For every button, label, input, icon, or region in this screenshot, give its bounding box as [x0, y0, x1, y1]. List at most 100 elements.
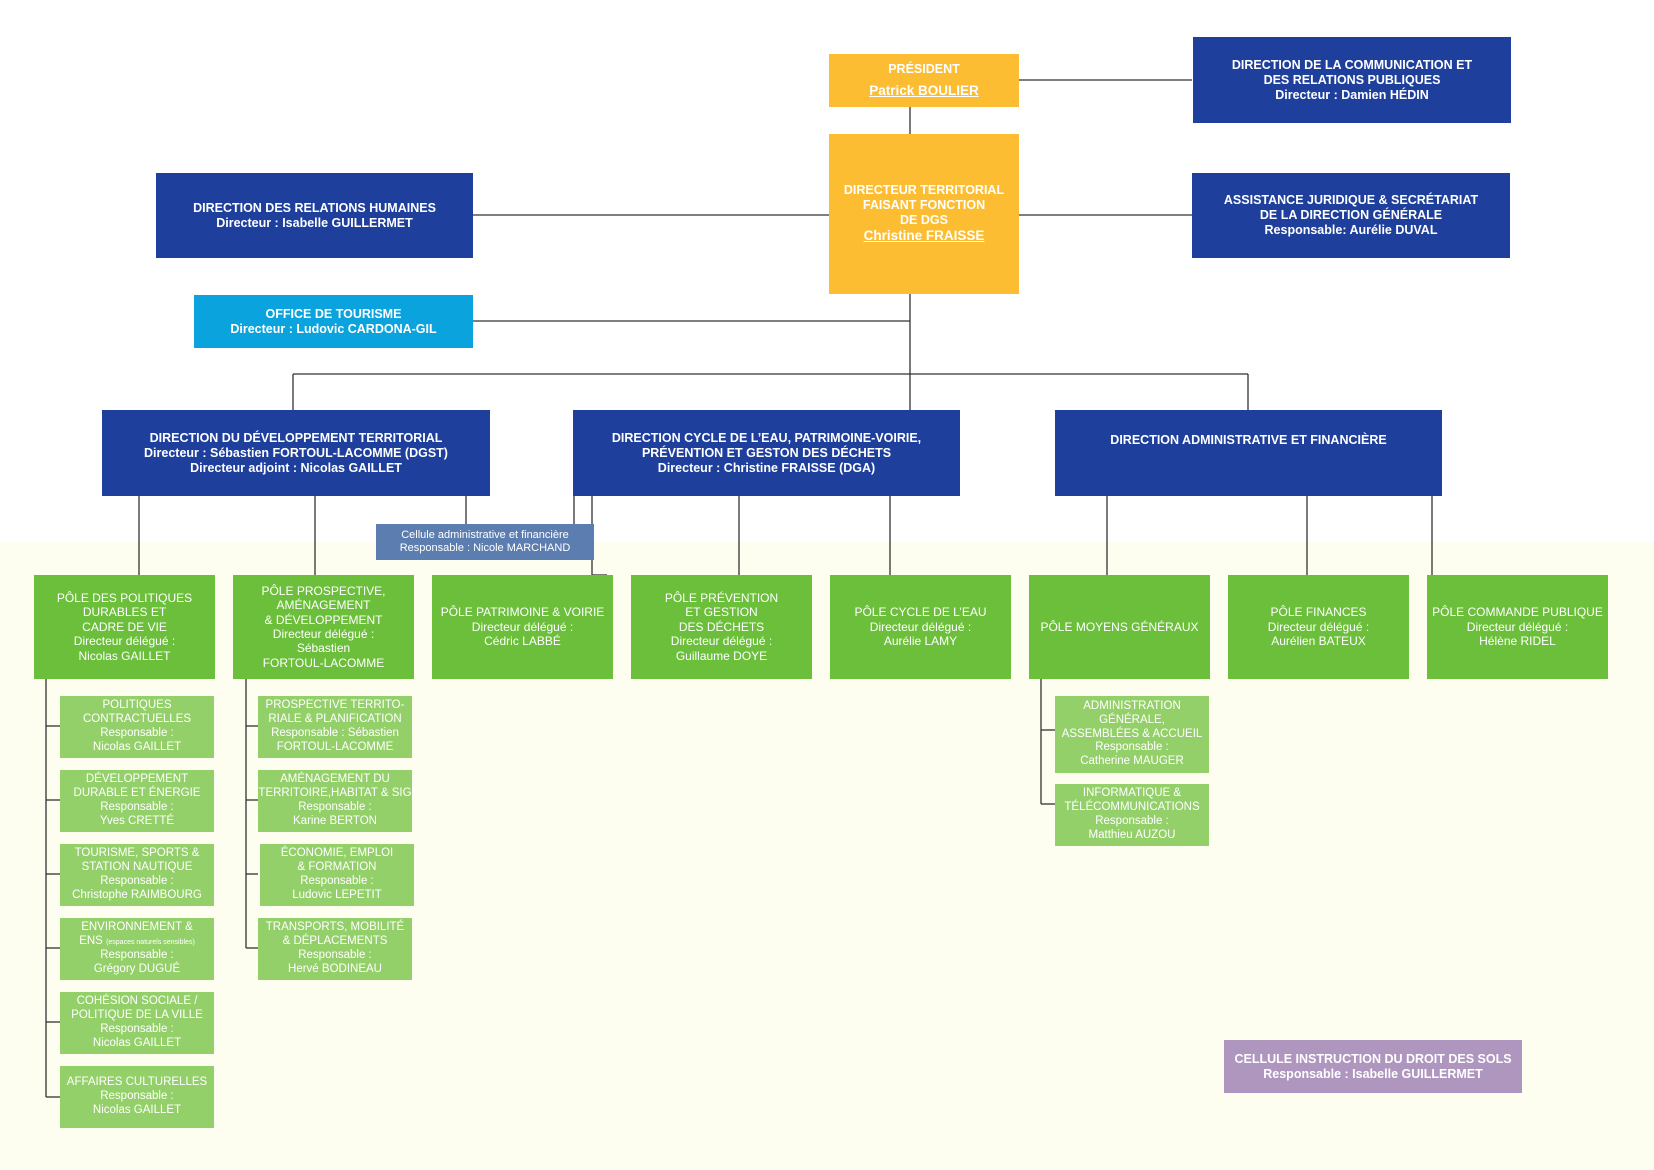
relations-humaines-title: DIRECTION DES RELATIONS HUMAINES: [193, 200, 436, 215]
tourisme-director: Directeur : Ludovic CARDONA-GIL: [230, 321, 437, 336]
pole-line: Hélène RIDEL: [1479, 634, 1556, 649]
service-line: Responsable :: [1095, 815, 1169, 827]
service-line-ens: ENS (espaces naturels sensibles): [79, 935, 195, 949]
pole-line: PÔLE COMMANDE PUBLIQUE: [1432, 605, 1603, 620]
service-administration-generale: ADMINISTRATION GÉNÉRALE, ASSEMBLÉES & AC…: [1055, 696, 1209, 773]
service-line: Responsable :: [300, 875, 374, 887]
pole-line: DURABLES ET: [82, 605, 167, 620]
service-line: Grégory DUGUÉ: [93, 962, 181, 975]
communication-line2: DES RELATIONS PUBLIQUES: [1263, 72, 1441, 87]
assistance-line1: ASSISTANCE JURIDIQUE & SECRÉTARIAT: [1223, 193, 1479, 207]
pole-line: PÔLE CYCLE DE L’EAU: [854, 605, 987, 620]
service-affaires-culturelles: AFFAIRES CULTURELLES Responsable : Nicol…: [60, 1066, 214, 1128]
dir-dev-title: DIRECTION DU DÉVELOPPEMENT TERRITORIAL: [149, 430, 443, 445]
relations-humaines-box: DIRECTION DES RELATIONS HUMAINES Directe…: [156, 173, 473, 258]
service-line: TÉLÉCOMMUNICATIONS: [1064, 801, 1200, 814]
pole-line: DES DÉCHETS: [678, 619, 765, 634]
pole-prevention-dechets: PÔLE PRÉVENTION ET GESTION DES DÉCHETS D…: [631, 575, 812, 679]
service-line: Nicolas GAILLET: [92, 1103, 182, 1116]
service-line: Ludovic LEPETIT: [292, 888, 382, 901]
service-line: POLITIQUE DE LA VILLE: [71, 1009, 203, 1022]
service-line: Christophe RAIMBOURG: [72, 888, 202, 901]
assistance-juridique-box: ASSISTANCE JURIDIQUE & SECRÉTARIAT DE LA…: [1192, 173, 1510, 258]
direction-administrative-box: DIRECTION ADMINISTRATIVE ET FINANCIÈRE: [1055, 410, 1442, 496]
assistance-director: Responsable: Aurélie DUVAL: [1264, 223, 1438, 237]
relations-humaines-director: Directeur : Isabelle GUILLERMET: [216, 215, 413, 230]
pole-line: Nicolas GAILLET: [78, 648, 171, 663]
service-line: STATION NAUTIQUE: [81, 861, 193, 874]
dir-eau-line1: DIRECTION CYCLE DE L’EAU, PATRIMOINE-VOI…: [611, 430, 922, 445]
service-line: ÉCONOMIE, EMPLOI: [280, 847, 394, 860]
service-line: Responsable :: [298, 949, 372, 961]
cellule-administrative-box: Cellule administrative et financière Res…: [376, 524, 594, 560]
pole-patrimoine-voirie: PÔLE PATRIMOINE & VOIRIE Directeur délég…: [432, 575, 613, 679]
service-line: Nicolas GAILLET: [92, 1036, 182, 1049]
service-line: Nicolas GAILLET: [92, 740, 182, 753]
service-line: DURABLE ET ÉNERGIE: [73, 787, 201, 800]
cellule-admin-resp: Responsable : Nicole MARCHAND: [399, 542, 571, 554]
pole-cycle-eau: PÔLE CYCLE DE L’EAU Directeur délégué : …: [830, 575, 1011, 679]
pole-line: Directeur délégué :: [272, 627, 375, 641]
ens-label: ENS: [79, 935, 103, 948]
communication-box: DIRECTION DE LA COMMUNICATION ET DES REL…: [1193, 37, 1511, 123]
service-line: COHÉSION SOCIALE /: [76, 995, 198, 1008]
service-line: & FORMATION: [297, 861, 377, 874]
pole-line: PÔLE DES POLITIQUES: [56, 591, 193, 606]
dgs-box: DIRECTEUR TERRITORIAL FAISANT FONCTION D…: [829, 134, 1019, 294]
service-transports-mobilite: TRANSPORTS, MOBILITÉ & DÉPLACEMENTS Resp…: [258, 918, 412, 980]
pole-line: Guillaume DOYE: [675, 648, 768, 663]
dir-dev-deputy: Directeur adjoint : Nicolas GAILLET: [190, 460, 402, 475]
pole-line: Directeur délégué :: [869, 619, 972, 634]
pole-commande-publique: PÔLE COMMANDE PUBLIQUE Directeur délégué…: [1427, 575, 1608, 679]
service-line: Responsable :: [298, 801, 372, 813]
service-line: Responsable :: [100, 875, 174, 887]
pole-line: PÔLE PATRIMOINE & VOIRIE: [440, 605, 605, 620]
service-line: Responsable :: [100, 949, 174, 961]
pole-line: & DÉVELOPPEMENT: [264, 612, 383, 627]
pole-line: Directeur délégué :: [73, 634, 176, 649]
pole-finances: PÔLE FINANCES Directeur délégué : Auréli…: [1228, 575, 1409, 679]
pole-line: Aurélie LAMY: [883, 634, 958, 649]
dir-dev-director: Directeur : Sébastien FORTOUL-LACOMME (D…: [144, 445, 448, 460]
service-line: ADMINISTRATION: [1083, 700, 1181, 712]
cellule-sols-title: CELLULE INSTRUCTION DU DROIT DES SOLS: [1234, 1051, 1512, 1066]
pole-line: Cédric LABBÉ: [484, 634, 561, 649]
service-line: PROSPECTIVE TERRITO-: [265, 699, 405, 712]
pole-line: Directeur délégué :: [471, 619, 574, 634]
service-line: Responsable :: [1095, 741, 1169, 754]
service-line: Karine BERTON: [293, 814, 377, 827]
pole-moyens-generaux: PÔLE MOYENS GÉNÉRAUX: [1029, 575, 1210, 679]
pole-line: FORTOUL-LACOMME: [262, 655, 385, 670]
cellule-admin-title: Cellule administrative et financière: [401, 528, 569, 541]
communication-director: Directeur : Damien HÉDIN: [1275, 87, 1429, 102]
service-line: RIALE & PLANIFICATION: [268, 713, 402, 726]
pole-line: Directeur délégué :: [670, 634, 773, 649]
pole-politiques-durables: PÔLE DES POLITIQUES DURABLES ET CADRE DE…: [34, 575, 215, 679]
dgs-title-line3: DE DGS: [900, 213, 948, 228]
pole-line: CADRE DE VIE: [82, 619, 167, 634]
service-line: CONTRACTUELLES: [83, 713, 191, 726]
service-line: Responsable :: [100, 727, 174, 739]
ens-note: (espaces naturels sensibles): [106, 939, 195, 947]
president-title: PRÉSIDENT: [888, 61, 960, 76]
service-line: Matthieu AUZOU: [1088, 828, 1176, 841]
service-tourisme-sports: TOURISME, SPORTS & STATION NAUTIQUE Resp…: [60, 844, 214, 906]
service-line: Responsable :: [100, 1023, 174, 1035]
service-prospective-territoriale: PROSPECTIVE TERRITO- RIALE & PLANIFICATI…: [258, 696, 412, 758]
dgs-title-line1: DIRECTEUR TERRITORIAL: [843, 183, 1005, 198]
service-line: Hervé BODINEAU: [288, 962, 382, 975]
service-line: ASSEMBLÉES & ACCUEIL: [1061, 727, 1203, 740]
service-environnement-ens: ENVIRONNEMENT & ENS (espaces naturels se…: [60, 918, 214, 980]
dir-eau-line2: PRÉVENTION ET GESTON DES DÉCHETS: [641, 445, 892, 460]
president-box: PRÉSIDENT Patrick BOULIER: [829, 54, 1019, 107]
direction-developpement-box: DIRECTION DU DÉVELOPPEMENT TERRITORIAL D…: [102, 410, 490, 496]
service-line: INFORMATIQUE &: [1082, 787, 1182, 800]
service-line: Catherine MAUGER: [1080, 755, 1184, 768]
pole-line: Aurélien BATEUX: [1271, 634, 1366, 649]
pole-line: ET GESTION: [685, 605, 758, 620]
service-line: Responsable :: [100, 1090, 174, 1103]
dir-admin-title: DIRECTION ADMINISTRATIVE ET FINANCIÈRE: [1110, 433, 1387, 447]
service-line: TERRITOIRE,HABITAT & SIG: [258, 787, 412, 800]
assistance-line2: DE LA DIRECTION GÉNÉRALE: [1259, 208, 1443, 222]
